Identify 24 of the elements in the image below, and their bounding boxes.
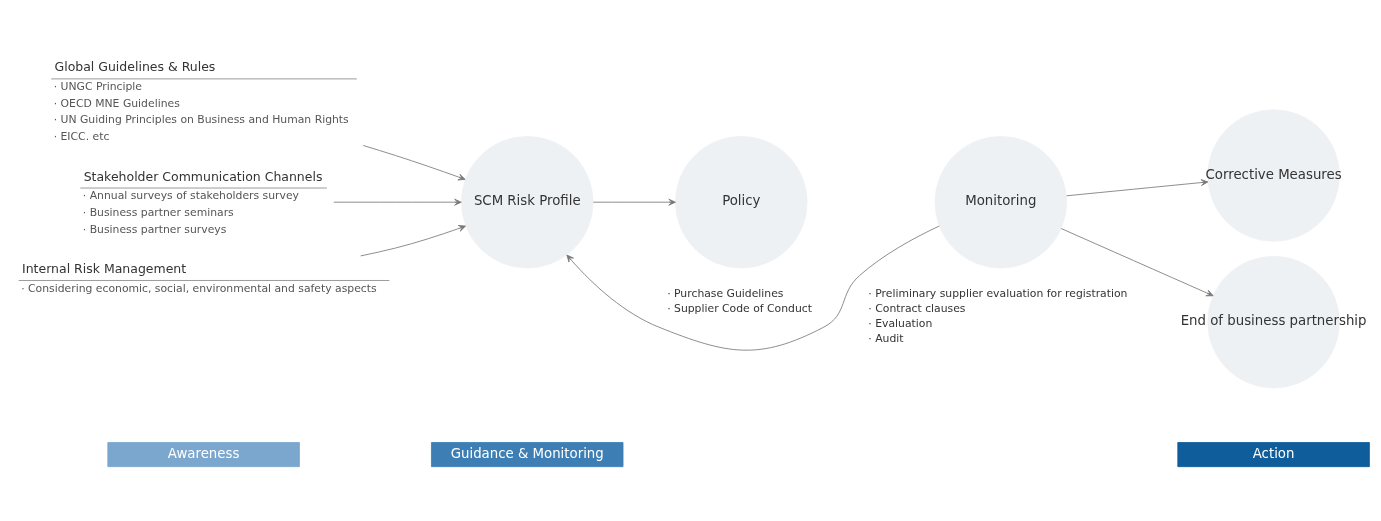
node-box: Action bbox=[1177, 442, 1370, 468]
arrow bbox=[360, 225, 466, 257]
node-label: · Preliminary supplier evaluation for registration bbox=[868, 286, 1128, 300]
node-circle: Monitoring bbox=[934, 135, 1067, 269]
node-label: · Contract clauses bbox=[868, 301, 966, 315]
node-circle: SCM Risk Profile bbox=[461, 135, 594, 269]
node-text: Internal Risk Management · Considering economic, social, environmental and safety aspects bbox=[21, 261, 377, 295]
node-text: Stakeholder Communication Channels · Annual surveys of stakeholders survey · Business partner seminars · Business partner surveys bbox=[82, 168, 323, 236]
arrow bbox=[1066, 179, 1209, 197]
node-label: · Purchase Guidelines bbox=[667, 286, 784, 300]
node-box: Guidance & Monitoring bbox=[431, 442, 624, 468]
node-label: End of business partnership bbox=[1180, 313, 1367, 329]
arrow bbox=[362, 145, 466, 181]
node-label: · Audit bbox=[868, 331, 904, 345]
node-circle: Corrective Measures bbox=[1207, 109, 1340, 242]
arrow bbox=[592, 198, 676, 206]
arrow bbox=[1060, 228, 1214, 297]
arrow bbox=[566, 225, 940, 351]
node-text: Global Guidelines & Rules · UNGC Principle · OECD MNE Guidelines · UN Guiding Principles on Business and Human Rights · EICC. etc bbox=[53, 59, 349, 144]
node-label: · Supplier Code of Conduct bbox=[667, 301, 812, 315]
node-box: Awareness bbox=[107, 442, 300, 468]
node-label: · Evaluation bbox=[868, 316, 933, 330]
node-circle: Policy bbox=[675, 135, 808, 269]
arrow bbox=[333, 198, 462, 206]
